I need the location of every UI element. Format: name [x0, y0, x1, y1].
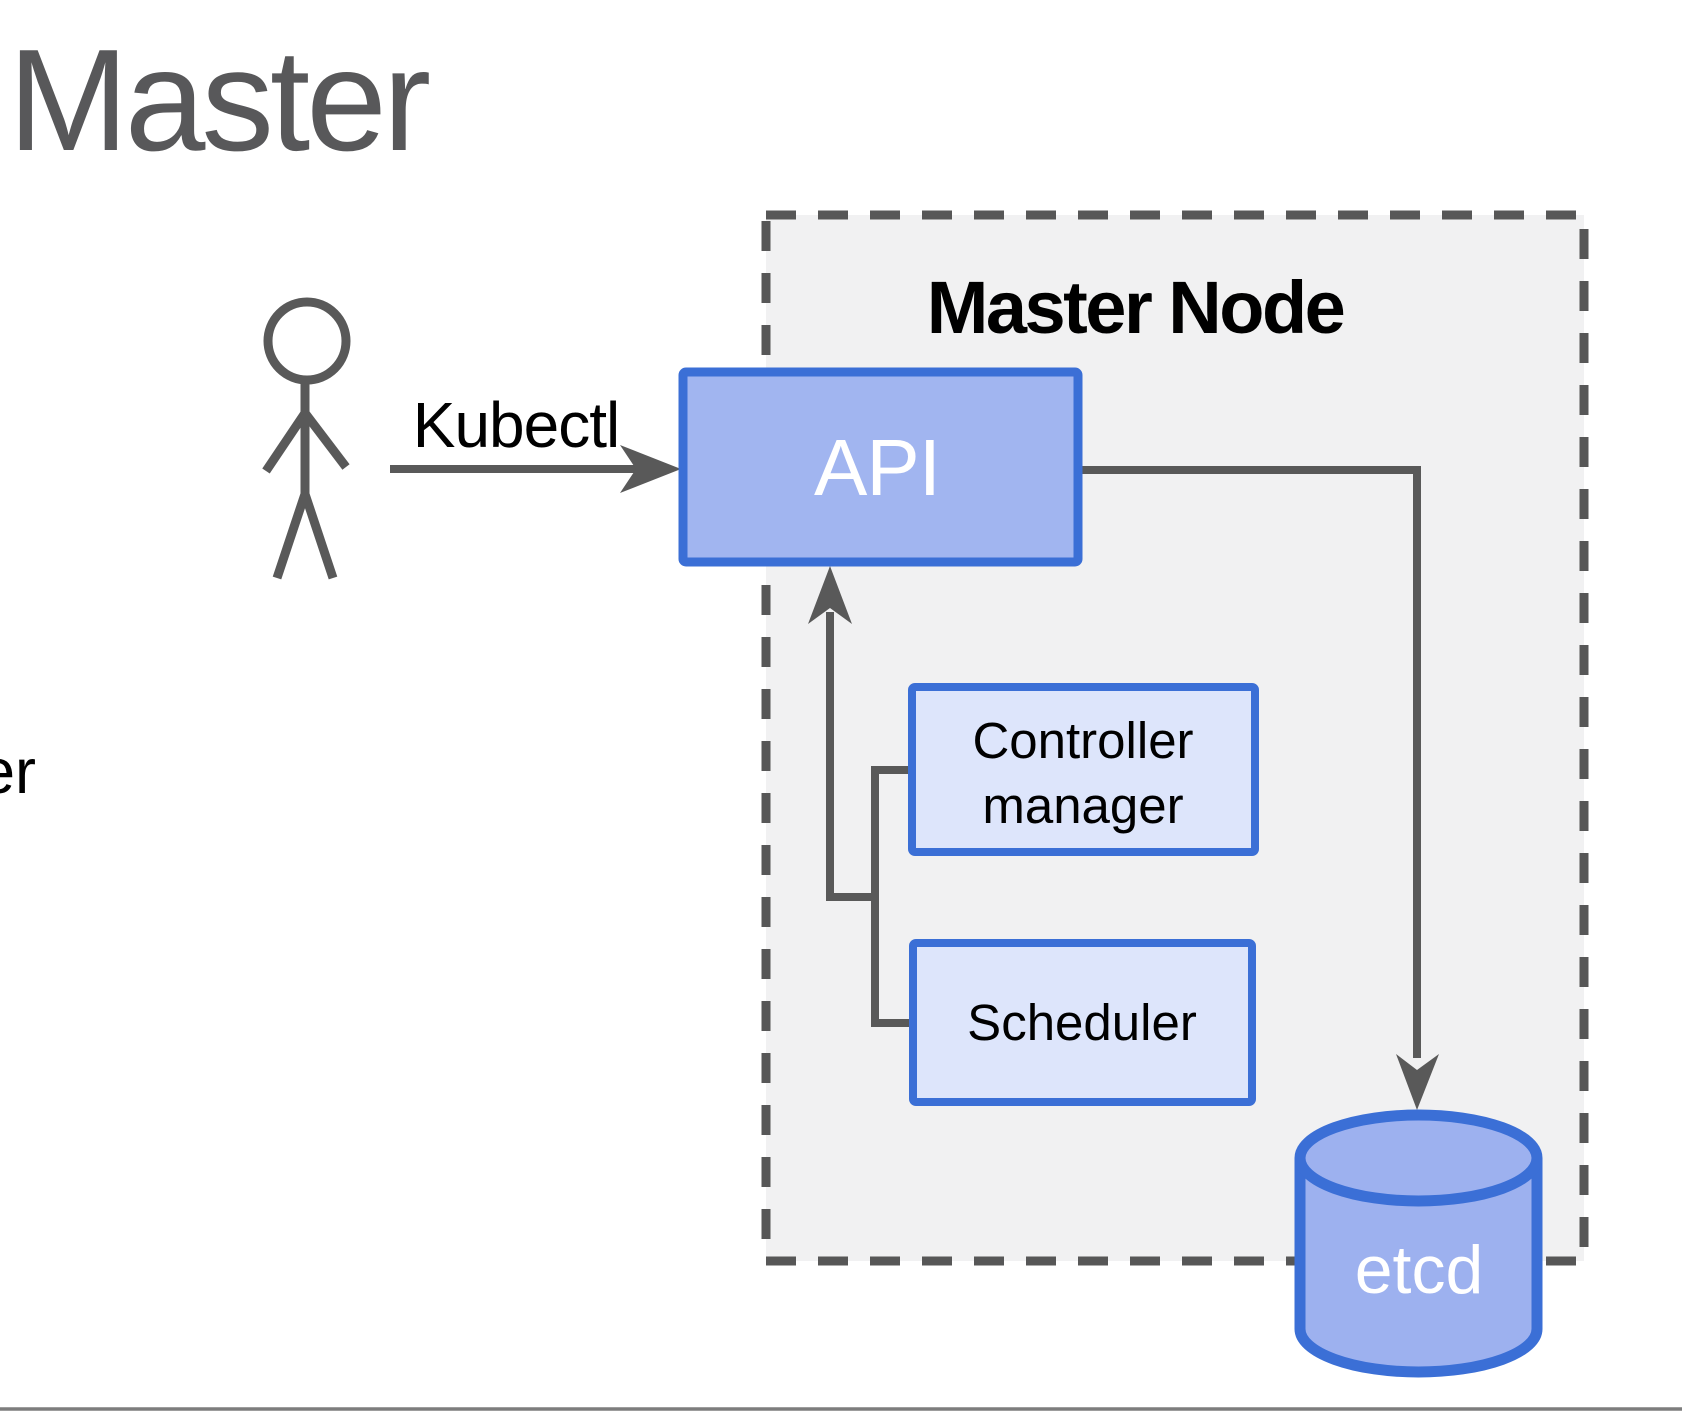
master-node-label: Master Node — [927, 266, 1344, 349]
up-arrowhead-icon — [808, 566, 852, 624]
etcd-label: etcd — [1355, 1232, 1484, 1308]
etcd-cylinder-top — [1294, 1109, 1543, 1207]
scheduler-label: Scheduler — [967, 994, 1197, 1051]
scheduler-node: Scheduler — [909, 939, 1256, 1106]
scheduler-box — [909, 939, 1256, 1106]
kubectl-arrowhead-icon — [620, 445, 681, 493]
stick-figure-right-leg — [300, 492, 338, 580]
stick-figure-left-arm — [262, 410, 309, 474]
stick-figure-right-arm — [301, 410, 350, 470]
stick-figure-left-leg — [272, 492, 310, 580]
cutoff-text-fragment: er — [0, 737, 36, 807]
stick-figure-person-icon — [262, 297, 351, 580]
etcd-node: etcd — [1294, 1109, 1543, 1378]
components-to-api-connector — [808, 566, 913, 1027]
kubectl-label: Kubectl — [413, 389, 619, 461]
stick-figure-head — [263, 297, 351, 385]
controller-manager-node: Controller manager — [908, 683, 1259, 856]
api-to-etcd-connector — [1078, 466, 1439, 1110]
api-node: API — [678, 367, 1083, 567]
controller-manager-label-line2: manager — [982, 777, 1183, 834]
down-arrowhead-icon — [1396, 1054, 1439, 1110]
api-label: API — [814, 423, 940, 512]
etcd-cylinder-outline — [1294, 1158, 1543, 1378]
controller-manager-label-line1: Controller — [972, 712, 1193, 769]
etcd-cylinder-body — [1300, 1158, 1537, 1372]
controller-manager-box — [908, 683, 1259, 856]
bracket-to-api-line — [826, 612, 875, 901]
page-title: Master — [8, 19, 429, 181]
api-box — [678, 367, 1083, 567]
kubectl-arrow — [390, 445, 681, 493]
api-to-etcd-line — [1078, 466, 1421, 1058]
